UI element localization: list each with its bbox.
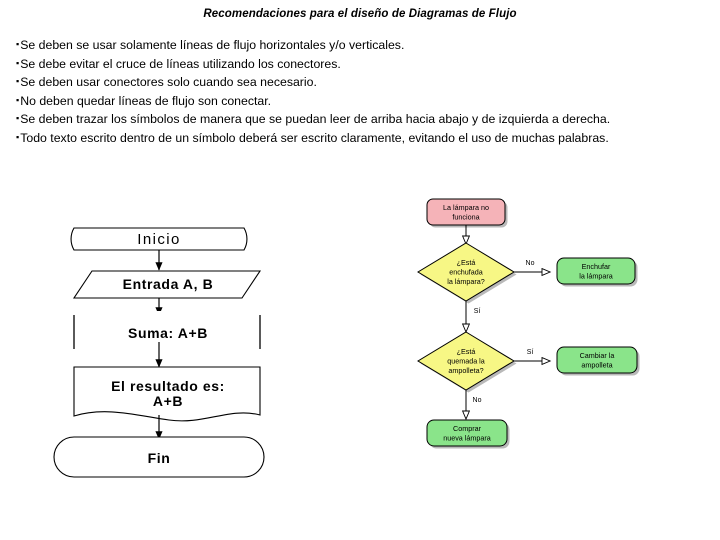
node-lampara-no-funciona: La lámpara no funciona bbox=[426, 198, 508, 228]
recommendations-list: ▪Se deben se usar solamente líneas de fl… bbox=[16, 36, 704, 148]
list-item: ▪No deben quedar líneas de flujo son con… bbox=[16, 92, 704, 111]
bullet-marker-icon: ▪ bbox=[16, 39, 20, 49]
node-inicio-label: Inicio bbox=[137, 231, 180, 248]
bullet-marker-icon: ▪ bbox=[16, 113, 20, 124]
list-item-text: Se deben usar conectores solo cuando sea… bbox=[20, 75, 317, 90]
node-enchufar-lampara-line2: la lámpara bbox=[579, 272, 613, 281]
diagrams-row: Inicio Entrada A, B Suma: A+B bbox=[0, 182, 720, 512]
node-fin-label: Fin bbox=[148, 450, 171, 466]
node-lampara-no-funciona-line2: funciona bbox=[452, 213, 479, 222]
node-resultado-line2: A+B bbox=[153, 393, 183, 409]
list-item-text: Se debe evitar el cruce de líneas utiliz… bbox=[20, 56, 341, 71]
node-entrada: Entrada A, B bbox=[72, 270, 262, 299]
branch-label-si-1: Sí bbox=[474, 308, 481, 315]
list-item-text: No deben quedar líneas de flujo son cone… bbox=[20, 93, 272, 108]
branch-label-si-2: Sí bbox=[527, 349, 534, 356]
node-decision-quemada: ¿Está quemada la ampolleta? bbox=[417, 331, 517, 393]
node-decision-enchufada-line2: enchufada bbox=[449, 268, 483, 277]
bullet-marker-icon: ▪ bbox=[16, 57, 20, 68]
list-item-text: Todo texto escrito dentro de un símbolo … bbox=[20, 130, 609, 145]
node-inicio: Inicio bbox=[70, 227, 248, 251]
node-cambiar-ampolleta-line2: ampolleta bbox=[581, 361, 612, 370]
node-decision-enchufada-line3: la lámpara? bbox=[447, 277, 485, 286]
node-resultado: El resultado es: A+B bbox=[73, 366, 261, 422]
node-comprar-nueva-lampara: Comprar nueva lámpara bbox=[426, 419, 510, 449]
node-decision-quemada-line3: ampolleta? bbox=[448, 366, 483, 375]
list-item: ▪Se deben se usar solamente líneas de fl… bbox=[16, 36, 704, 55]
node-decision-quemada-line1: ¿Está bbox=[457, 347, 476, 356]
list-item: ▪Todo texto escrito dentro de un símbolo… bbox=[16, 129, 704, 148]
node-lampara-no-funciona-line1: La lámpara no bbox=[443, 203, 489, 212]
node-decision-enchufada: ¿Está enchufada la lámpara? bbox=[417, 242, 517, 304]
node-resultado-line1: El resultado es: bbox=[111, 378, 225, 394]
list-item-text: Se deben se usar solamente líneas de flu… bbox=[20, 38, 405, 52]
node-fin: Fin bbox=[53, 436, 265, 478]
node-decision-enchufada-line1: ¿Está bbox=[457, 258, 476, 267]
node-comprar-nueva-lampara-line2: nueva lámpara bbox=[443, 434, 491, 443]
node-cambiar-ampolleta: Cambiar la ampolleta bbox=[556, 346, 640, 376]
node-enchufar-lampara-line1: Enchufar bbox=[582, 262, 611, 271]
branch-label-no-1: No bbox=[526, 260, 535, 267]
bullet-marker-icon: ▪ bbox=[16, 94, 20, 105]
node-enchufar-lampara: Enchufar la lámpara bbox=[556, 257, 638, 287]
node-comprar-nueva-lampara-line1: Comprar bbox=[453, 424, 482, 433]
page-title: Recomendaciones para el diseño de Diagra… bbox=[203, 8, 517, 20]
bullet-marker-icon: ▪ bbox=[16, 131, 20, 142]
node-decision-quemada-line2: quemada la bbox=[447, 357, 485, 366]
flowchart-suma: Inicio Entrada A, B Suma: A+B bbox=[44, 182, 334, 482]
node-entrada-label: Entrada A, B bbox=[123, 276, 214, 292]
list-item: ▪Se deben usar conectores solo cuando se… bbox=[16, 73, 704, 92]
flowchart-lampara: La lámpara no funciona ¿Está enchufada l… bbox=[404, 182, 704, 482]
bullet-marker-icon: ▪ bbox=[16, 76, 20, 87]
node-cambiar-ampolleta-line1: Cambiar la bbox=[580, 351, 615, 360]
list-item: ▪Se debe evitar el cruce de líneas utili… bbox=[16, 55, 704, 74]
node-suma: Suma: A+B bbox=[73, 311, 261, 359]
branch-label-no-2: No bbox=[473, 397, 482, 404]
node-suma-label: Suma: A+B bbox=[128, 325, 208, 341]
list-item-text: Se deben trazar los símbolos de manera q… bbox=[20, 112, 611, 127]
list-item: ▪Se deben trazar los símbolos de manera … bbox=[16, 110, 704, 129]
